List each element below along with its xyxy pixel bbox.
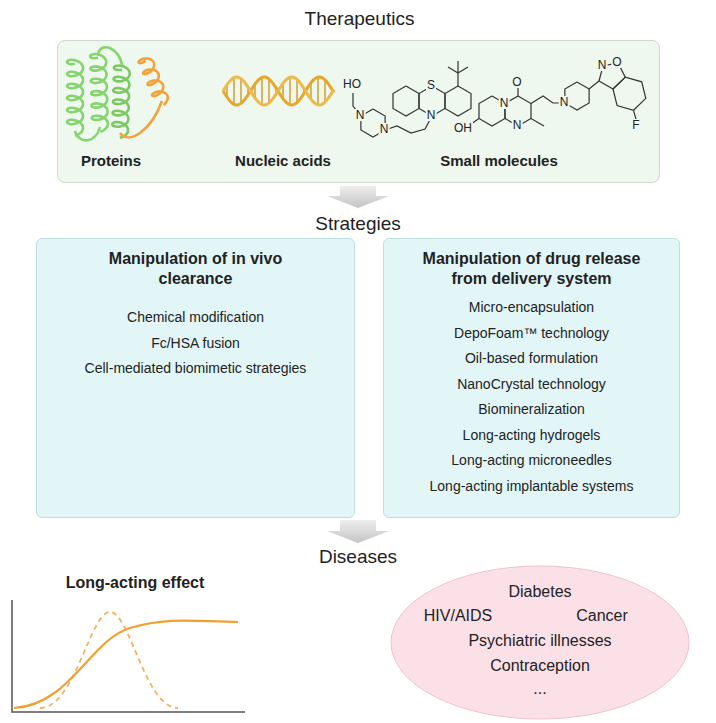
dna-rung bbox=[317, 77, 319, 105]
list-item: Long-acting hydrogels bbox=[463, 423, 601, 449]
long-acting-curve bbox=[14, 621, 238, 709]
chain-bond bbox=[448, 67, 458, 73]
dna-rung bbox=[233, 78, 235, 105]
node-heading: Manipulation of drug release from delive… bbox=[412, 249, 652, 289]
chain-bond bbox=[457, 61, 458, 73]
chain-bond bbox=[458, 67, 468, 73]
atom-label: N bbox=[597, 59, 608, 71]
atom-label: O bbox=[611, 56, 622, 68]
list-item: Chemical modification bbox=[127, 305, 264, 331]
list-item: Long-acting implantable systems bbox=[430, 474, 634, 500]
node-label: Diabetes bbox=[508, 582, 571, 601]
dna-rung bbox=[268, 79, 270, 103]
atom-label: N bbox=[426, 109, 437, 121]
chain-bond bbox=[457, 73, 458, 86]
chart-axes bbox=[12, 600, 245, 712]
list-item: NanoCrystal technology bbox=[457, 372, 606, 398]
chain-bond bbox=[531, 119, 544, 127]
atom-label: HO bbox=[342, 78, 362, 90]
illustration-group bbox=[67, 47, 646, 140]
node-heading: Manipulation of in vivo clearance bbox=[76, 249, 316, 289]
node-label: HIV/AIDS bbox=[424, 606, 492, 625]
node-label: Cancer bbox=[576, 606, 628, 625]
dna-rung bbox=[324, 80, 326, 102]
short-acting-curve bbox=[40, 612, 178, 708]
atom-label: F bbox=[631, 119, 640, 131]
ellipse-outline bbox=[391, 566, 689, 719]
protein-helix bbox=[139, 59, 168, 105]
atom-label: N bbox=[559, 96, 570, 108]
list-item: Long-acting microneedles bbox=[451, 448, 611, 474]
dna-rung bbox=[240, 79, 242, 104]
node-label: Contraception bbox=[490, 656, 590, 675]
protein-helix bbox=[112, 65, 129, 137]
section-title: Therapeutics bbox=[305, 8, 415, 31]
list-item: DepoFoam™ technology bbox=[454, 321, 609, 347]
ring-bond bbox=[445, 86, 471, 116]
list-item: Micro-encapsulation bbox=[469, 295, 594, 321]
ring-bond bbox=[613, 77, 646, 110]
disease-ellipse: DiabetesHIV/AIDS CancerPsychiatric illnes… bbox=[390, 565, 690, 720]
protein-loop bbox=[75, 127, 100, 140]
atom-label: N bbox=[355, 109, 366, 121]
strategy-box: Manipulation of drug release from delive… bbox=[383, 238, 680, 518]
chart-title: Long-acting effect bbox=[66, 574, 205, 592]
list-item: Biomineralization bbox=[478, 397, 585, 423]
atom-label: O bbox=[511, 76, 522, 88]
atom-label: N bbox=[512, 119, 523, 131]
protein-helix bbox=[90, 54, 108, 132]
section-title: Strategies bbox=[315, 213, 401, 235]
node-label: ... bbox=[533, 679, 546, 698]
list-item: Fc/HSA fusion bbox=[151, 331, 240, 357]
dna-strand bbox=[223, 77, 334, 105]
protein-loop bbox=[98, 47, 122, 65]
list-item: Oil-based formulation bbox=[465, 346, 598, 372]
dna-rung bbox=[261, 77, 263, 104]
dna-rung bbox=[289, 77, 291, 104]
atom-label: OH bbox=[453, 122, 473, 134]
protein-loop bbox=[120, 101, 162, 137]
node-label: Psychiatric illnesses bbox=[468, 631, 611, 650]
dna-strand bbox=[223, 77, 334, 105]
flow-arrow bbox=[327, 186, 389, 208]
atom-label: N bbox=[379, 123, 390, 135]
node-label: Nucleic acids bbox=[235, 152, 331, 170]
node-label: Small molecules bbox=[440, 152, 558, 170]
section-title: Diseases bbox=[319, 546, 397, 568]
atom-label: N bbox=[499, 97, 510, 109]
node-label: Proteins bbox=[81, 152, 141, 170]
strategy-box: Manipulation of in vivo clearanceChemica… bbox=[36, 238, 355, 518]
list-item: Cell-mediated biomimetic strategies bbox=[85, 356, 307, 382]
flow-arrow bbox=[327, 520, 389, 543]
protein-helix bbox=[67, 60, 83, 136]
atom-label: S bbox=[426, 79, 436, 91]
ring-bond bbox=[393, 86, 419, 116]
chain-bond bbox=[589, 81, 599, 89]
dna-rung bbox=[296, 79, 298, 102]
